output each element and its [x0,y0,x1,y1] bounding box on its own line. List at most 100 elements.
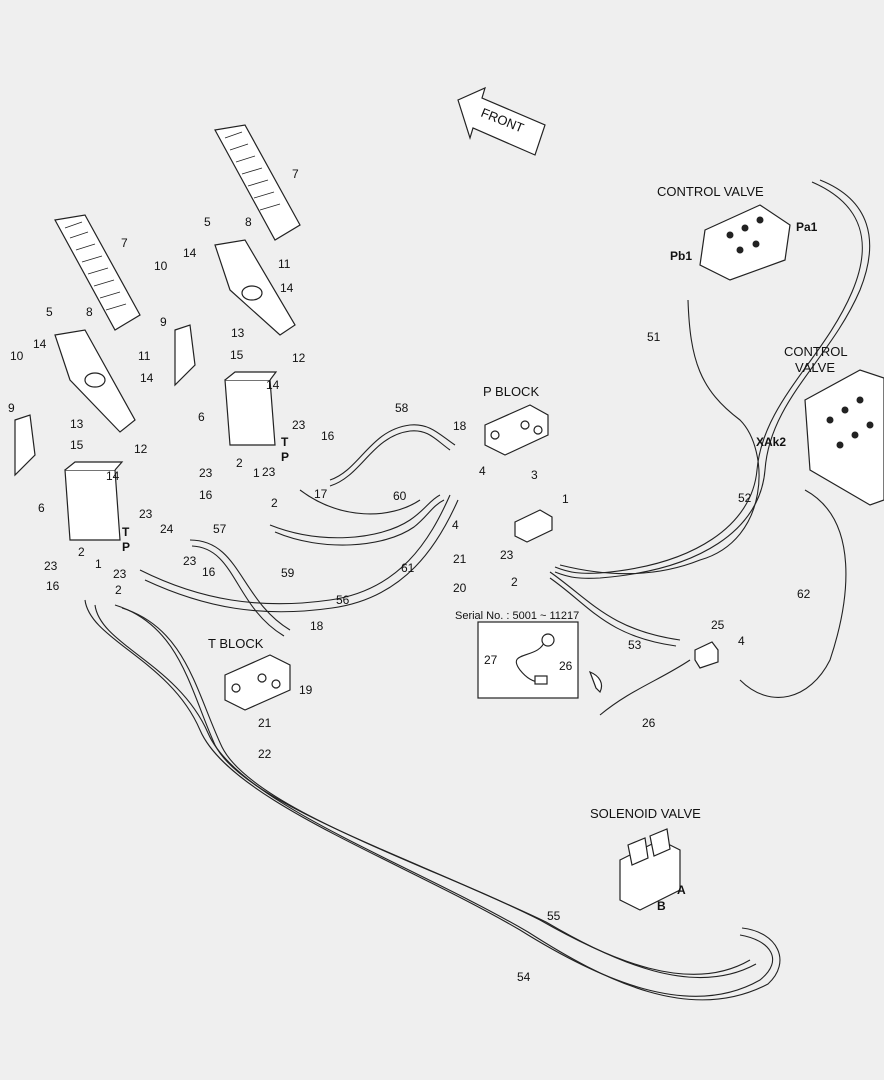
callout-9: 9 [8,401,15,415]
serial-label: Serial No. : 5001 ~ 11217 [455,610,579,622]
callout-23: 23 [500,548,514,562]
callout-23: 23 [199,466,213,480]
hoses [84,179,871,1001]
callout-16: 16 [46,579,60,593]
callout-25: 25 [711,618,725,632]
callout-9: 9 [160,315,167,329]
serial-inset [477,621,603,699]
callout-23: 23 [262,465,276,479]
callout-53: 53 [628,638,642,652]
callout-16: 16 [199,488,213,502]
callout-23: 23 [183,554,197,568]
p-block [484,404,549,456]
callout-13: 13 [231,326,245,340]
callout-18: 18 [453,419,467,433]
callout-14: 14 [266,378,280,392]
port-b: B [657,899,666,913]
callout-7: 7 [292,167,299,181]
callout-24: 24 [160,522,174,536]
control-valve-top [699,204,791,281]
callout-8: 8 [86,305,93,319]
callout-13: 13 [70,417,84,431]
port-a: A [677,883,686,897]
callout-2: 2 [511,575,518,589]
callout-52: 52 [738,491,752,505]
callout-27: 27 [484,653,498,667]
solenoid-valve-label: SOLENOID VALVE [590,806,701,821]
callout-57: 57 [213,522,227,536]
callout-10: 10 [10,349,24,363]
t-block [224,654,291,711]
callout-1: 1 [253,466,260,480]
callout-8: 8 [245,215,252,229]
callout-17: 17 [314,487,328,501]
callout-4: 4 [479,464,486,478]
tee-25 [694,641,719,669]
callout-14: 14 [33,337,47,351]
callout-12: 12 [292,351,306,365]
callout-7: 7 [121,236,128,250]
port-t-right: T [281,435,289,449]
control-valve-right [804,369,884,506]
callout-19: 19 [299,683,313,697]
callout-5: 5 [204,215,211,229]
callout-1: 1 [562,492,569,506]
callout-18: 18 [310,619,324,633]
callout-26: 26 [559,659,573,673]
callout-55: 55 [547,909,561,923]
port-p-right: P [281,450,289,464]
callout-23: 23 [44,559,58,573]
control-valve-label: CONTROL VALVE [657,184,764,199]
callout-2: 2 [115,583,122,597]
control-valve-2-line1: CONTROL [784,344,848,359]
callout-14: 14 [106,469,120,483]
callout-26: 26 [642,716,656,730]
callout-16: 16 [202,565,216,579]
callout-21: 21 [453,552,467,566]
callout-54: 54 [517,970,531,984]
callout-4: 4 [452,518,459,532]
callout-60: 60 [393,489,407,503]
solenoid-valve [619,828,681,911]
pa1-label: Pa1 [796,220,818,234]
callouts: 7 7 5 5 8 8 14 14 14 14 14 14 10 10 11 1… [8,167,811,984]
callout-58: 58 [395,401,409,415]
callout-2: 2 [78,545,85,559]
callout-2: 2 [236,456,243,470]
callout-14: 14 [280,281,294,295]
callout-15: 15 [230,348,244,362]
callout-23: 23 [292,418,306,432]
callout-23: 23 [139,507,153,521]
callout-61: 61 [401,561,415,575]
callout-16: 16 [321,429,335,443]
callout-56: 56 [336,593,350,607]
callout-23: 23 [113,567,127,581]
callout-51: 51 [647,330,661,344]
callout-22: 22 [258,747,272,761]
callout-2: 2 [271,496,278,510]
pedal-left [14,214,141,541]
callout-11: 11 [138,349,151,363]
port-t-left: T [122,525,130,539]
callout-1: 1 [95,557,102,571]
xak2-label: XAk2 [756,435,786,449]
callout-59: 59 [281,566,295,580]
pb1-label: Pb1 [670,249,692,263]
fitting-block-1 [514,509,553,543]
callout-4: 4 [738,634,745,648]
callout-10: 10 [154,259,168,273]
front-arrow [457,86,546,156]
callout-6: 6 [38,501,45,515]
port-p-left: P [122,540,130,554]
callout-14: 14 [140,371,154,385]
callout-5: 5 [46,305,53,319]
p-block-label: P BLOCK [483,384,539,399]
callout-21: 21 [258,716,272,730]
block-labels: CONTROL VALVE CONTROL VALVE P BLOCK T BL… [122,105,848,913]
pedal-right [174,124,301,446]
callout-20: 20 [453,581,467,595]
callout-15: 15 [70,438,84,452]
callout-12: 12 [134,442,148,456]
callout-14: 14 [183,246,197,260]
